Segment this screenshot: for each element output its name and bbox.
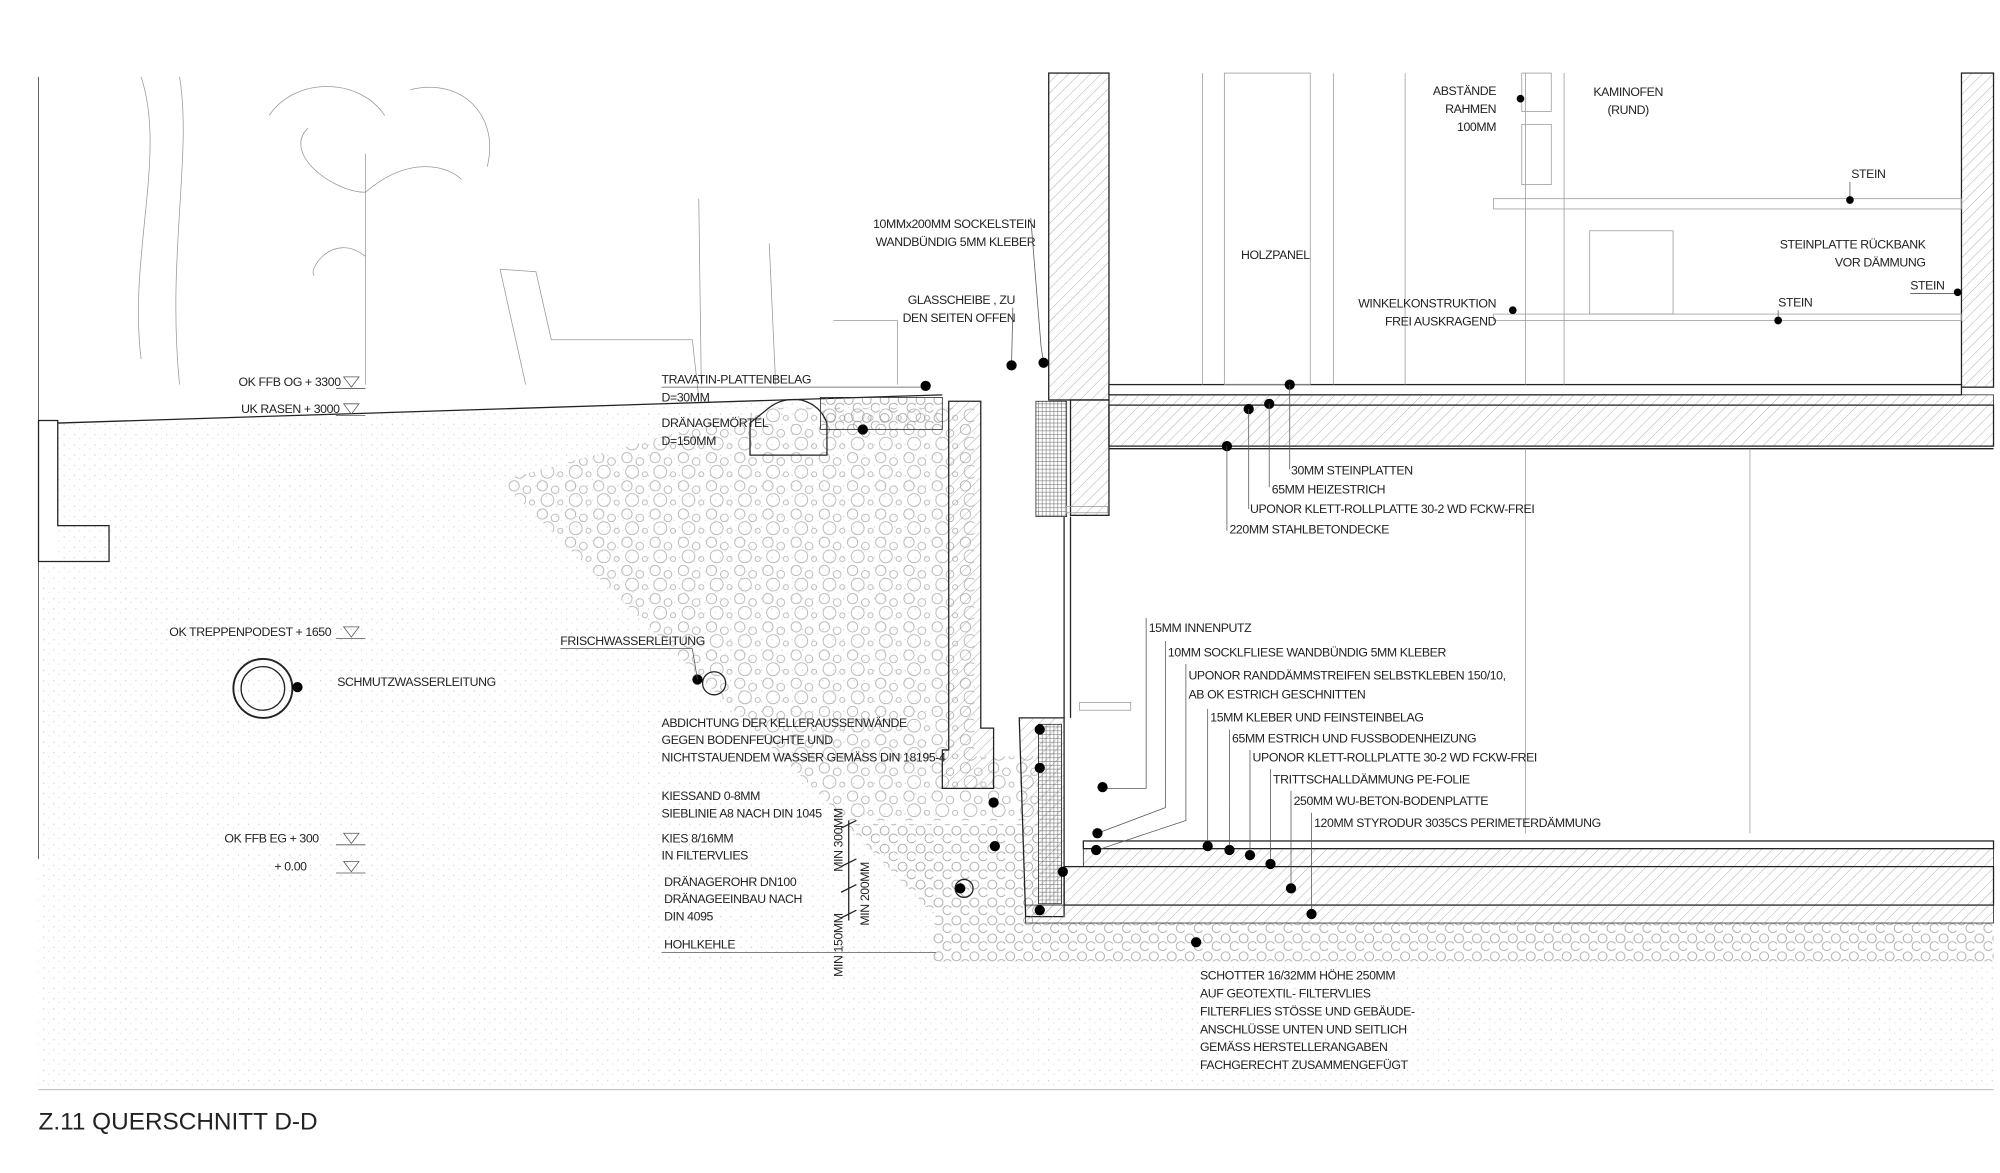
pipes (232, 657, 974, 899)
annotations: SCHMUTZWASSERLEITUNG FRISCHWASSERLEITUNG… (292, 84, 1962, 1072)
svg-text:15MM INNENPUTZ: 15MM INNENPUTZ (1149, 621, 1252, 635)
ground-slab (1025, 840, 1995, 924)
upper-wall (1048, 72, 1995, 516)
freshwater-pipe (701, 671, 727, 696)
floor-layers: 15MM INNENPUTZ 10MM SOCKLFLIESE WANDBÜND… (1034, 617, 1601, 920)
drawing-title: Z.11 QUERSCHNITT D-D (39, 1108, 318, 1135)
svg-text:10MM SOCKLFLIESE WANDBÜNDIG 5M: 10MM SOCKLFLIESE WANDBÜNDIG 5MM KLEBER (1168, 645, 1447, 659)
svg-text:AB OK ESTRICH GESCHNITTEN: AB OK ESTRICH GESCHNITTEN (1188, 688, 1365, 702)
svg-text:UPONOR KLETT-ROLLPLATTE 30-2 W: UPONOR KLETT-ROLLPLATTE 30-2 WD FCKW-FRE… (1253, 750, 1537, 764)
dim-150: MIN 150MM (831, 913, 845, 977)
dim-300: MIN 300MM (831, 808, 845, 872)
level-ok-ffb-eg: OK FFB EG + 300 (224, 831, 319, 845)
soil (38, 397, 1994, 1090)
dimensions: MIN 300MM MIN 200MM MIN 150MM (831, 808, 872, 977)
level-ok-ffb-og: OK FFB OG + 3300 (239, 375, 342, 389)
dim-200: MIN 200MM (858, 862, 872, 926)
basement-wall (941, 400, 1072, 918)
upper-slab (1108, 383, 1995, 450)
svg-text:120MM STYRODUR 3035CS PERIMETE: 120MM STYRODUR 3035CS PERIMETERDÄMMUNG (1314, 816, 1601, 830)
label-stein-1: STEIN (1851, 167, 1885, 181)
level-markers: OK FFB OG + 3300 UK RASEN + 3000 OK TREP… (169, 375, 366, 873)
wastewater-pipe (232, 657, 294, 719)
label-holzpanel: HOLZPANEL (1241, 248, 1310, 262)
label-schmutzwasser: SCHMUTZWASSERLEITUNG (337, 675, 496, 689)
svg-text:TRITTSCHALLDÄMMUNG PE-FOLIE: TRITTSCHALLDÄMMUNG PE-FOLIE (1273, 772, 1470, 786)
label-stein-3: STEIN (1778, 295, 1812, 309)
svg-text:UPONOR RANDDÄMMSTREIFEN SELBST: UPONOR RANDDÄMMSTREIFEN SELBSTKLEBEN 150… (1188, 668, 1505, 682)
label-kaminofen: KAMINOFEN(RUND) (1593, 85, 1663, 117)
level-zero: + 0.00 (274, 859, 307, 873)
level-treppenpodest: OK TREPPENPODEST + 1650 (169, 625, 331, 639)
svg-text:250MM WU-BETON-BODENPLATTE: 250MM WU-BETON-BODENPLATTE (1294, 794, 1489, 808)
level-uk-rasen: UK RASEN + 3000 (241, 402, 340, 416)
label-stein-2: STEIN (1910, 279, 1944, 293)
interior-elevation (1066, 72, 1962, 834)
svg-text:15MM KLEBER UND FEINSTEINBELAG: 15MM KLEBER UND FEINSTEINBELAG (1210, 711, 1423, 725)
label-frischwasser: FRISCHWASSERLEITUNG (560, 634, 705, 648)
ground-and-retaining-wall (37, 394, 943, 563)
label-hohlkehle: HOHLKEHLE (664, 938, 735, 952)
svg-text:65MM ESTRICH UND FUSSBODENHEIZ: 65MM ESTRICH UND FUSSBODENHEIZUNG (1232, 731, 1476, 745)
